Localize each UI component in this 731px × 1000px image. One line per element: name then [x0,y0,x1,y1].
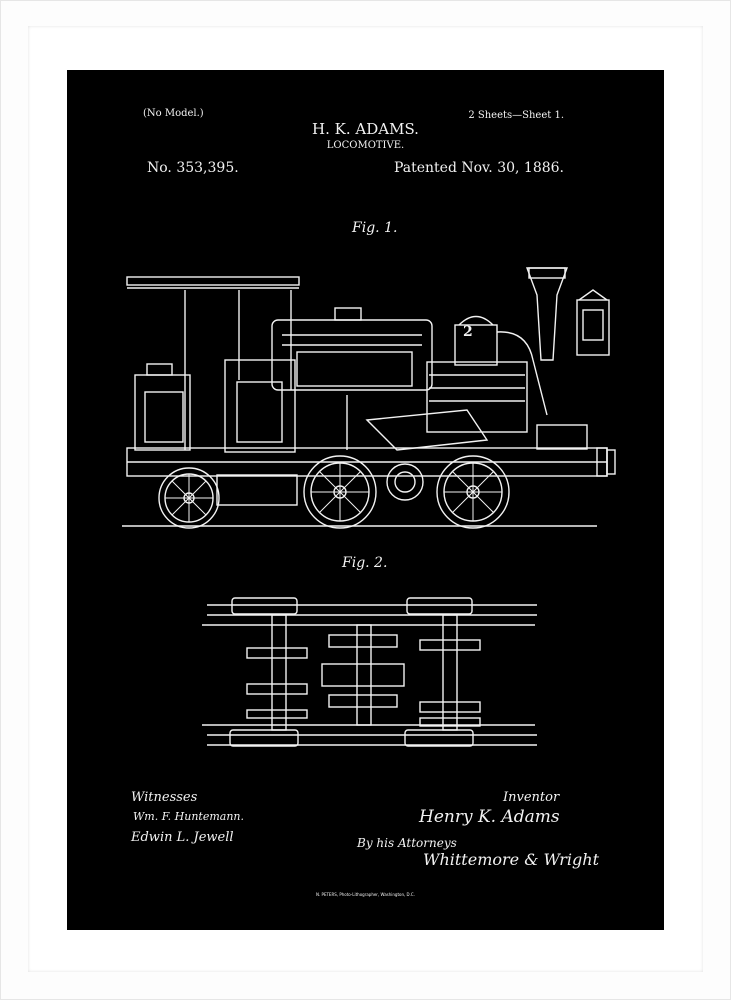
inventor-signature: Henry K. Adams [419,807,560,827]
patent-title: LOCOMOTIVE. [326,140,405,151]
fig1-label: Fig. 1. [352,220,398,236]
fig1-wheels [158,455,510,529]
attorney-signature: Whittemore & Wright [423,850,599,869]
witness-2-signature: Edwin L. Jewell [131,830,234,845]
no-model-note: (No Model.) [143,108,204,119]
fig1-locomotive [122,267,616,527]
witness-1-signature: Wm. F. Huntemann. [133,810,244,823]
inventor-label: Inventor [503,790,560,805]
sheets-note: 2 Sheets—Sheet 1. [468,110,564,121]
fig2-axle-plan [202,597,537,747]
fig2-label: Fig. 2. [342,555,388,571]
printer-credit: N. PETERS, Photo-Lithographer, Washingto… [316,892,415,897]
patent-poster: (No Model.) 2 Sheets—Sheet 1. H. K. ADAM… [67,70,664,930]
inventor-name: H. K. ADAMS. [312,120,419,138]
witnesses-label: Witnesses [131,790,198,805]
patent-number: No. 353,395. [147,160,239,176]
attorneys-label: By his Attorneys [357,836,457,850]
engine-number: 2 [463,324,473,340]
patent-date: Patented Nov. 30, 1886. [393,160,564,176]
locomotive-drawing [122,267,616,747]
